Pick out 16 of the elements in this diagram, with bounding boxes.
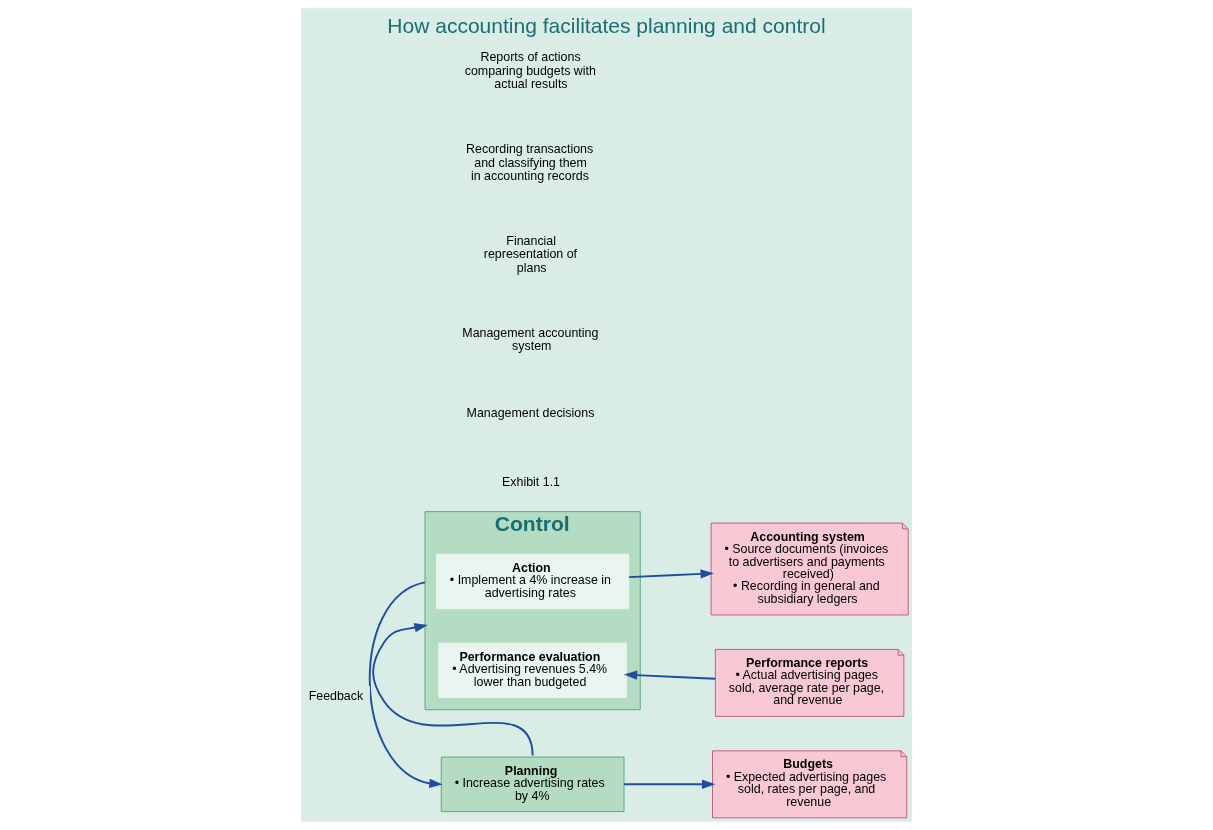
label: Exhibit 1.1 (502, 475, 561, 490)
arrow (628, 569, 714, 579)
label: Recording transactions and classifying them in accounting records (466, 142, 594, 184)
arrow (623, 779, 716, 789)
label: Reports of actions comparing budgets with actual results (464, 50, 596, 92)
node-box: Performance evaluation • Advertising revenues 5.4% lower than budgeted (438, 642, 627, 699)
label: Financial representation of plans (483, 234, 578, 275)
edge-label: Feedback (308, 688, 364, 703)
arrow (623, 670, 717, 680)
label: Management decisions (466, 406, 595, 421)
diagram-title: How accounting facilitates planning and control (387, 13, 826, 37)
node-box: Planning • Increase advertising rates by 4% (440, 756, 625, 813)
label: Management accounting system (462, 325, 599, 354)
arrow (368, 581, 443, 789)
node-box: Action • Implement a 4% increase in advertising rates (436, 553, 630, 610)
arrow (372, 623, 534, 757)
